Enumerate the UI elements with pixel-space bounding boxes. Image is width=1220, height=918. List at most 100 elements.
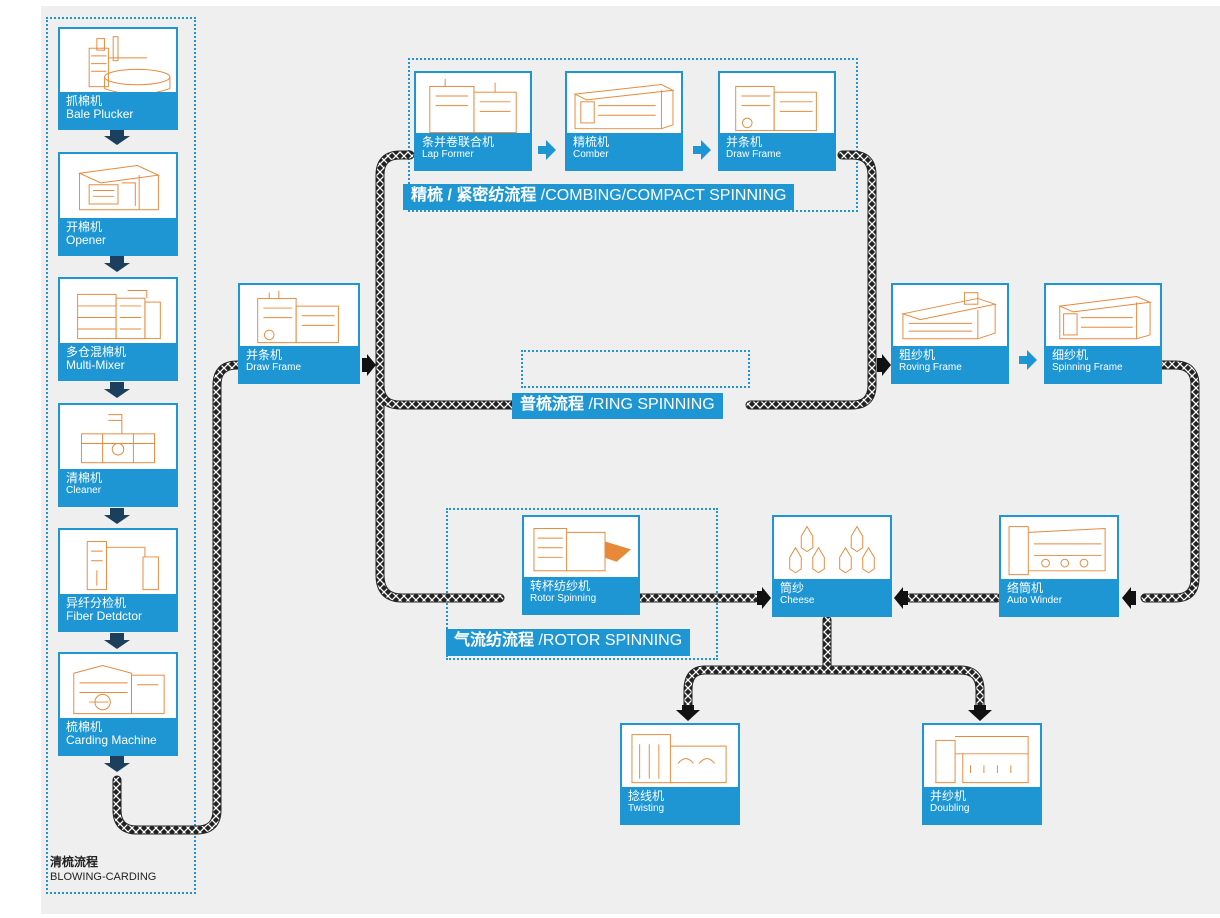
machine-name-zh: 细纱机 [1052, 348, 1089, 362]
stage-name-en: BLOWING-CARDING [50, 871, 157, 883]
machine-name-zh: 筒纱 [780, 581, 805, 595]
machine-name-en: Cleaner [66, 485, 102, 497]
machine-name-zh: 梳棉机 [66, 720, 103, 734]
ring-stage-banner: 普梳流程 /RING SPINNING [512, 393, 723, 419]
machine-name-en: Rotor Spinning [530, 593, 597, 605]
blowing-carding-group [46, 17, 196, 894]
machine-name-zh: 精梳机 [573, 135, 610, 149]
machine-name-zh: 并条机 [726, 135, 763, 149]
comber-illustration [567, 73, 681, 169]
machine-name-en: Comber [573, 149, 609, 161]
machine-name-en: Fiber Detdctor [66, 609, 143, 624]
machine-name-zh: 粗纱机 [899, 348, 936, 362]
rotor-stage-banner: 气流纺流程 /ROTOR SPINNING [446, 629, 691, 656]
draw-frame-illustration-2 [720, 73, 834, 169]
machine-name-zh: 条并卷联合机 [422, 135, 495, 149]
rotor-spinning-illustration [524, 517, 638, 613]
machine-name-en: Multi-Mixer [66, 358, 125, 373]
combing-group [408, 58, 858, 212]
machine-name-zh: 开棉机 [66, 220, 103, 234]
ring-group [521, 350, 750, 388]
flow-arrow-icons [538, 140, 1037, 370]
down-arrow-icons [104, 129, 130, 772]
machine-name-en: Twisting [628, 803, 665, 815]
machine-name-en: Lap Former [422, 149, 474, 161]
machine-name-zh: 异纤分检机 [66, 596, 127, 610]
machine-name-zh: 络筒机 [1007, 581, 1044, 595]
draw-frame-illustration [240, 285, 358, 382]
spinning-frame-illustration [1046, 285, 1160, 382]
auto-winder-illustration [1001, 517, 1117, 615]
machine-name-zh: 多仓混棉机 [66, 345, 127, 359]
bale-plucker-illustration [60, 29, 176, 128]
machine-name-en: Auto Winder [1007, 595, 1063, 607]
stage-name-zh: 精梳 / 紧密纺流程 [411, 187, 537, 204]
machine-name-en: Carding Machine [66, 733, 157, 748]
machine-name-zh: 并纱机 [930, 789, 967, 803]
machine-name-zh: 并条机 [246, 348, 283, 362]
machine-name-en: Doubling [930, 803, 970, 815]
fiber-detector-illustration [60, 530, 176, 630]
machine-name-zh: 转杯纺纱机 [530, 579, 591, 593]
twisting-illustration [622, 725, 738, 823]
stage-name-en: /COMBING/COMPACT SPINNING [536, 187, 787, 204]
machine-name-zh: 清棉机 [66, 471, 103, 485]
machine-name-en: Cheese [780, 595, 815, 607]
stage-name-zh: 普梳流程 [520, 396, 585, 413]
stage-name-zh: 清梳流程 [50, 855, 99, 869]
machine-name-en: Bale Plucker [66, 107, 134, 122]
combing-stage-banner: 精梳 / 紧密纺流程 /COMBING/COMPACT SPINNING [403, 184, 795, 210]
multi-mixer-illustration [60, 279, 176, 379]
machine-name-en: Draw Frame [246, 362, 302, 374]
machine-name-zh: 抓棉机 [66, 94, 103, 108]
machine-name-en: Spinning Frame [1052, 362, 1123, 374]
carding-machine-illustration [60, 654, 176, 754]
lap-former-illustration [416, 73, 530, 169]
blowing-carding-title: 清梳流程 BLOWING-CARDING [50, 855, 156, 884]
stage-name-en: /RING SPINNING [584, 396, 715, 413]
machine-name-zh: 捻线机 [628, 789, 665, 803]
machine-name-en: Draw Frame [726, 149, 782, 161]
machine-name-en: Roving Frame [899, 362, 962, 374]
stage-name-zh: 气流纺流程 [454, 632, 535, 649]
stage-name-en: /ROTOR SPINNING [534, 632, 683, 649]
roving-frame-illustration [893, 285, 1007, 382]
machine-name-en: Opener [66, 233, 107, 248]
cheese-illustration [774, 517, 890, 615]
opener-illustration [60, 154, 176, 254]
